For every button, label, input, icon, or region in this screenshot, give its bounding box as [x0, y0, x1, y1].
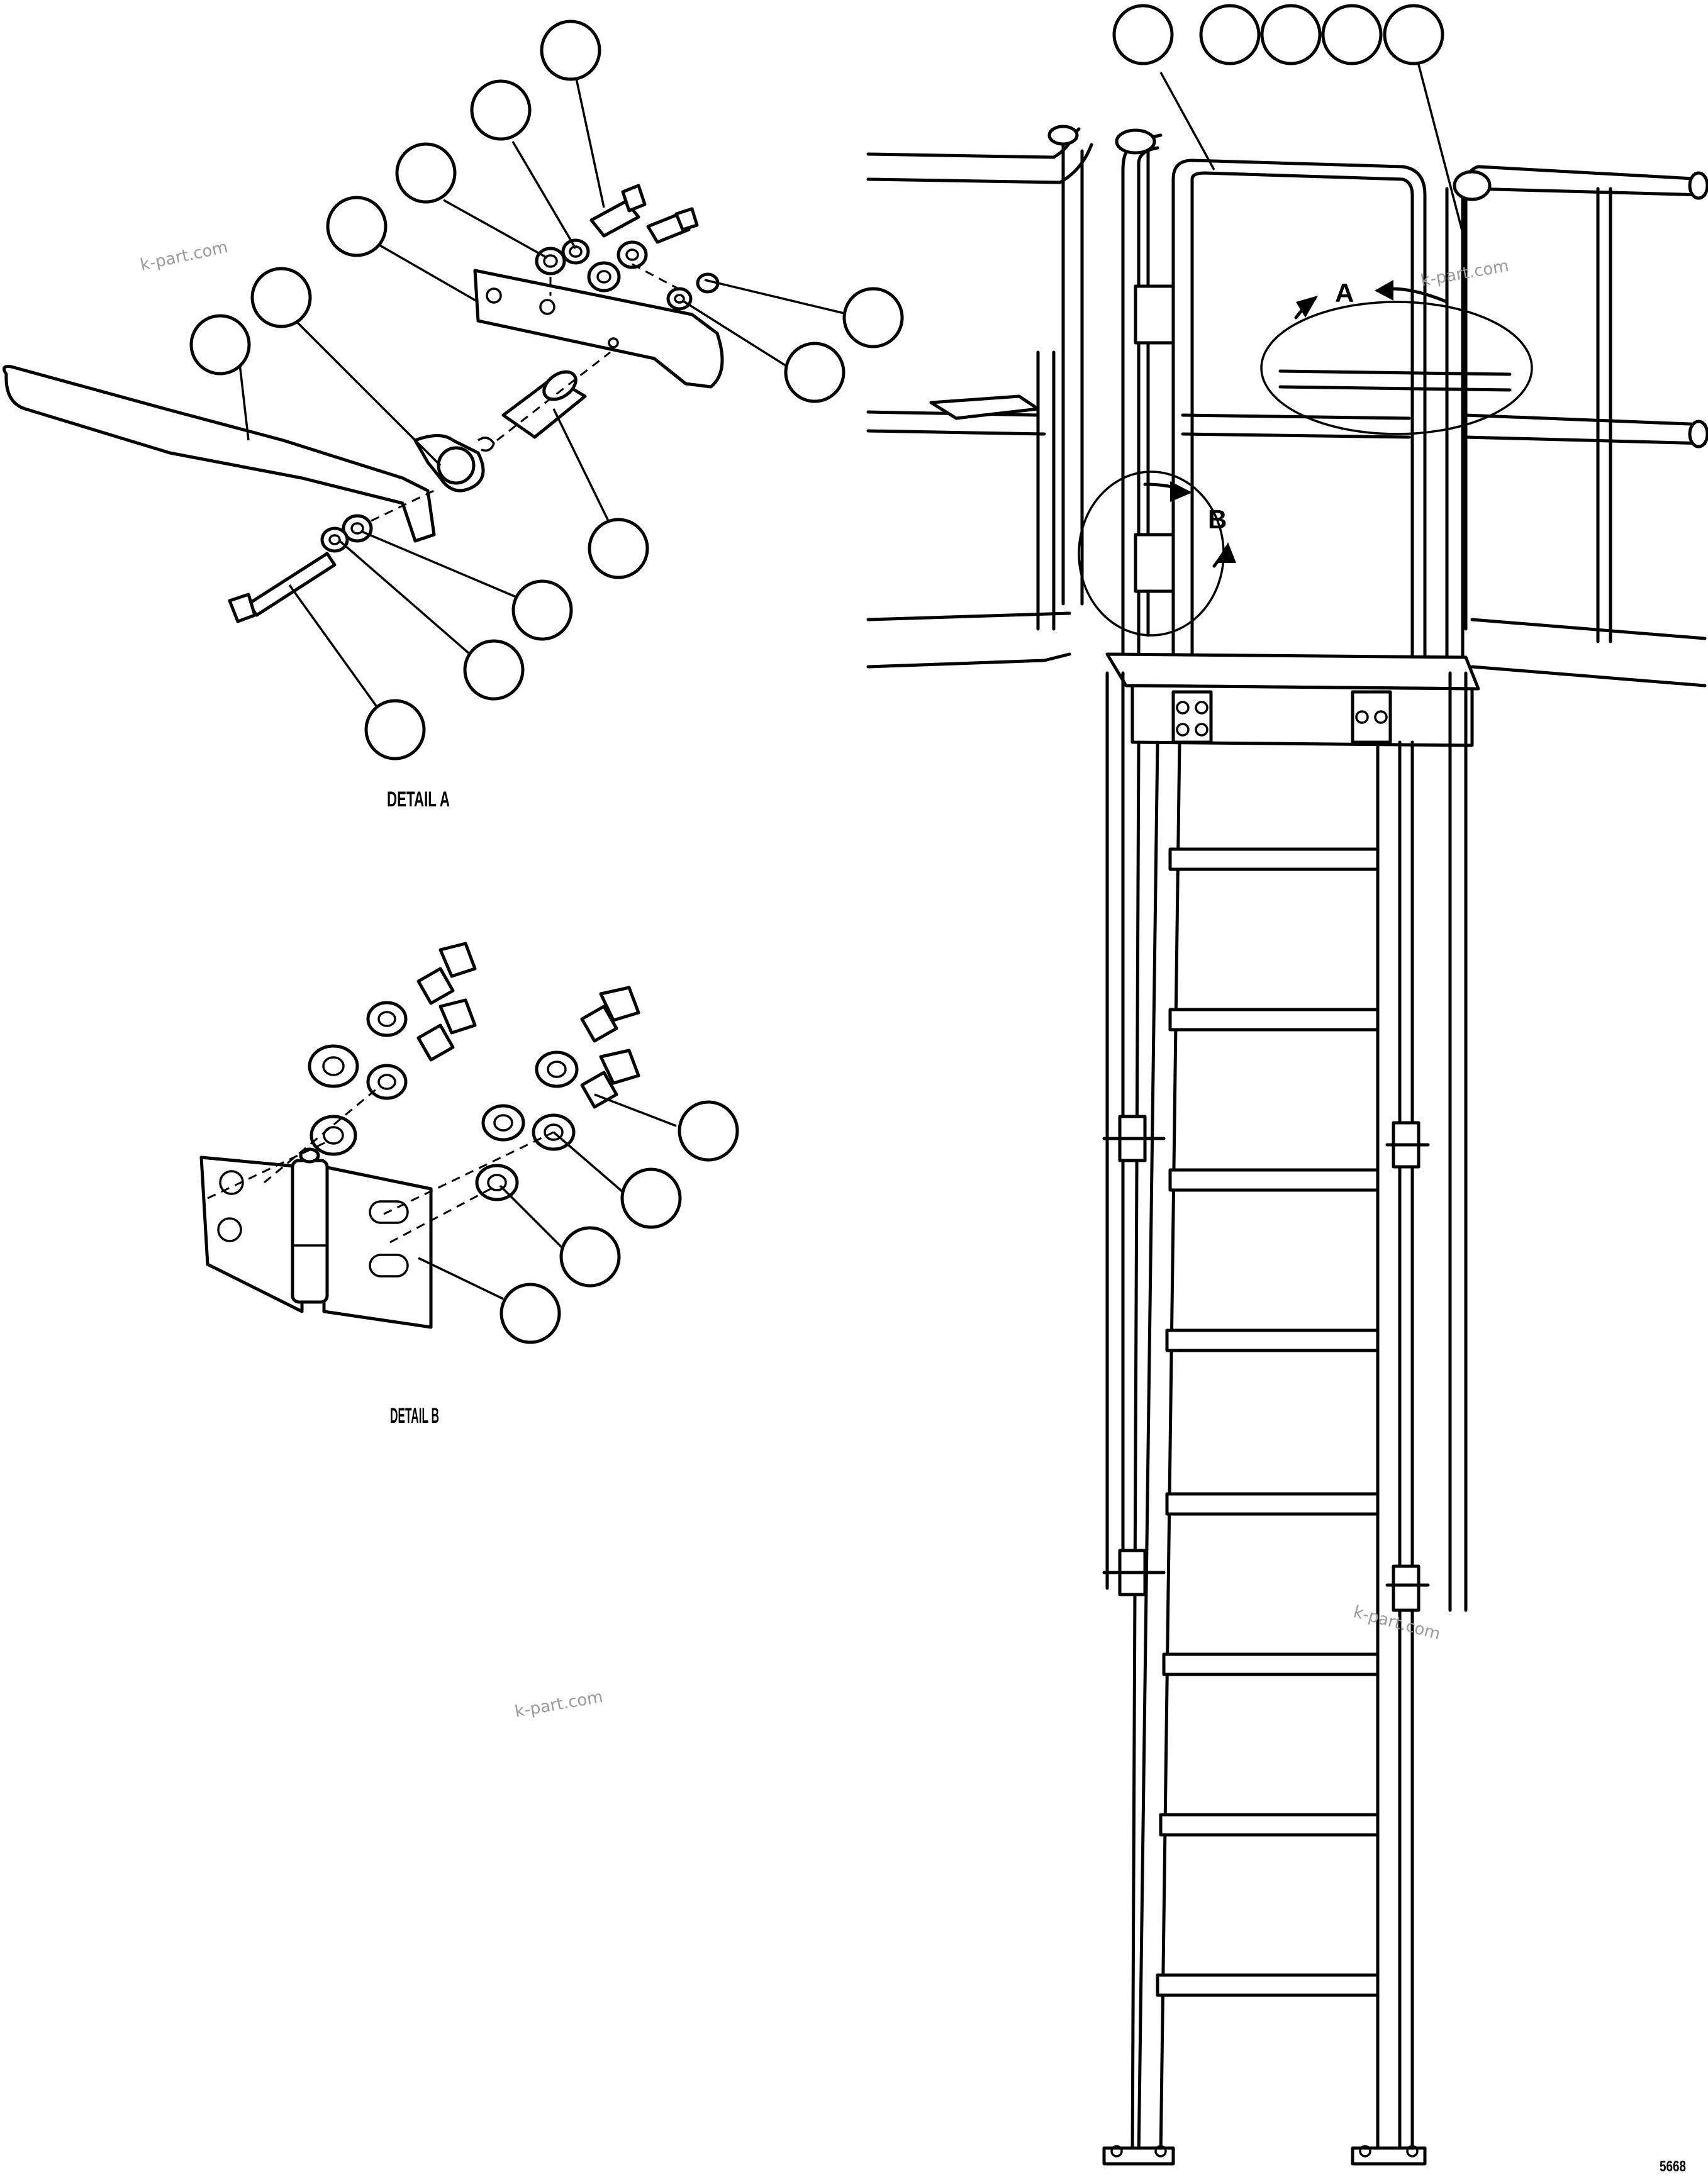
latch-handle	[2, 365, 436, 543]
detail-a-label: DETAIL A	[387, 788, 450, 811]
callout-circle	[395, 142, 457, 204]
ladder-rungs	[1156, 847, 1380, 1997]
callout-circle	[1260, 4, 1322, 65]
callout-circle	[540, 19, 601, 81]
detail-a-exploded-view: DETAIL A	[2, 19, 904, 811]
callout-circle	[189, 314, 251, 376]
hinge-hardware	[308, 942, 640, 1201]
hinge-knuckle	[291, 1159, 329, 1304]
hinge-leaf-left	[199, 1155, 304, 1313]
callout-circle	[1321, 4, 1383, 65]
watermark: k-part.com	[513, 1688, 605, 1722]
callout-circle	[511, 579, 573, 641]
callout-circle	[500, 1283, 561, 1344]
callout-circle	[1112, 4, 1174, 65]
callout-circle	[364, 699, 426, 760]
spacer-tube	[501, 370, 587, 439]
callout-circle	[1383, 4, 1444, 65]
drawing-code: 5668	[1660, 2158, 1686, 2175]
ladder-assembly: A B	[866, 4, 1708, 2166]
callout-circle	[588, 518, 649, 579]
view-a-label: A	[1335, 278, 1354, 308]
view-a-ellipse	[1260, 301, 1533, 435]
callout-circle	[678, 1100, 739, 1162]
latch-plate	[473, 269, 724, 389]
view-b-label: B	[1208, 504, 1227, 534]
callout-circle	[842, 287, 904, 348]
detail-b-label: DETAIL B	[390, 1404, 439, 1428]
hinge-leaf-right	[322, 1165, 433, 1329]
platform-deck	[1105, 652, 1480, 691]
callout-circle	[784, 342, 846, 403]
hardware-bottom	[228, 514, 373, 623]
callout-circle	[559, 1226, 621, 1288]
detail-b-exploded-view: DETAIL B	[199, 942, 739, 1428]
callout-circle	[463, 639, 525, 701]
callout-circle	[620, 1167, 682, 1229]
callout-circle	[1199, 4, 1261, 65]
callout-circle	[326, 196, 388, 257]
callout-circle	[470, 79, 532, 141]
callout-circle	[250, 267, 312, 328]
watermark: k-part.com	[138, 238, 230, 275]
